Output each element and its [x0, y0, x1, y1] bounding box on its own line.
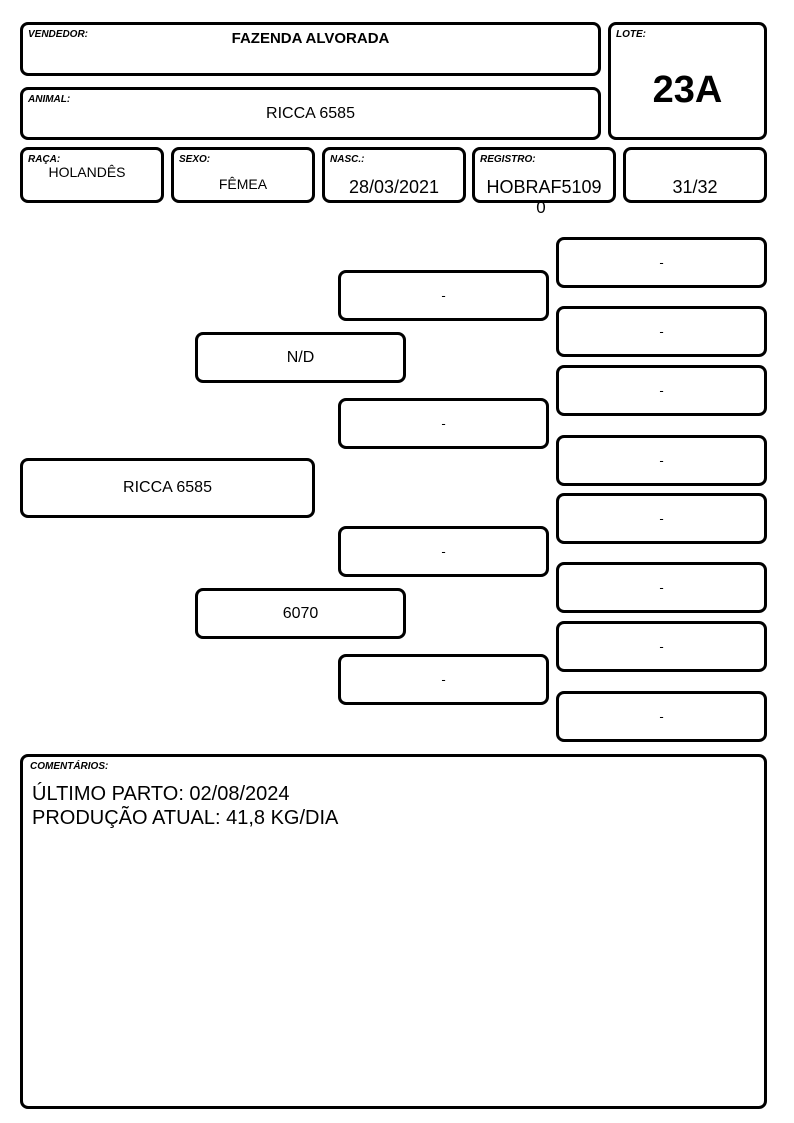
registro-overflow: 0 [536, 198, 546, 217]
nasc-box: NASC.: 28/03/2021 [322, 147, 466, 203]
sexo-value: FÊMEA [218, 176, 268, 192]
pedigree-ggp-7: - [556, 621, 767, 672]
grau-value: 31/32 [672, 177, 718, 197]
raca-label: RAÇA: [28, 154, 61, 165]
pedigree-ggp-2: - [556, 306, 767, 357]
vendedor-label: VENDEDOR: [28, 29, 89, 40]
raca-value: HOLANDÊS [48, 164, 126, 180]
registro-value: HOBRAF5109 [486, 177, 602, 197]
pedigree-sire-dam: - [338, 398, 549, 449]
animal-label: ANIMAL: [28, 94, 71, 105]
comments-line-2: PRODUÇÃO ATUAL: 41,8 KG/DIA [32, 807, 339, 829]
pedigree-sire: N/D [195, 332, 406, 383]
nasc-value: 28/03/2021 [348, 177, 440, 197]
vendedor-value: FAZENDA ALVORADA [231, 30, 390, 47]
comments-label: COMENTÁRIOS: [30, 761, 109, 772]
pedigree-ggp-1: - [556, 237, 767, 288]
pedigree-dam-dam: - [338, 654, 549, 705]
grau-box: 31/32 [623, 147, 767, 203]
registro-label: REGISTRO: [480, 154, 536, 165]
pedigree-dam: 6070 [195, 588, 406, 639]
pedigree-ggp-5: - [556, 493, 767, 544]
pedigree-animal: RICCA 6585 [20, 458, 315, 518]
pedigree-dam-sire: - [338, 526, 549, 577]
sexo-box: SEXO: FÊMEA [171, 147, 315, 203]
animal-box: ANIMAL: RICCA 6585 [20, 87, 601, 140]
comments-line-1: ÚLTIMO PARTO: 02/08/2024 [32, 783, 290, 805]
pedigree-ggp-8: - [556, 691, 767, 742]
comments-box: COMENTÁRIOS: ÚLTIMO PARTO: 02/08/2024 PR… [20, 754, 767, 1109]
vendedor-box: VENDEDOR: FAZENDA ALVORADA [20, 22, 601, 76]
nasc-label: NASC.: [330, 154, 365, 165]
registro-box: REGISTRO: HOBRAF5109 [472, 147, 616, 203]
animal-value: RICCA 6585 [266, 105, 355, 122]
pedigree-ggp-3: - [556, 365, 767, 416]
raca-box: RAÇA: HOLANDÊS [20, 147, 164, 203]
lote-box: LOTE: 23A [608, 22, 767, 140]
pedigree-ggp-4: - [556, 435, 767, 486]
pedigree-ggp-6: - [556, 562, 767, 613]
lote-value: 23A [652, 69, 723, 111]
lote-label: LOTE: [616, 29, 646, 40]
sexo-label: SEXO: [179, 154, 211, 165]
pedigree-sire-sire: - [338, 270, 549, 321]
